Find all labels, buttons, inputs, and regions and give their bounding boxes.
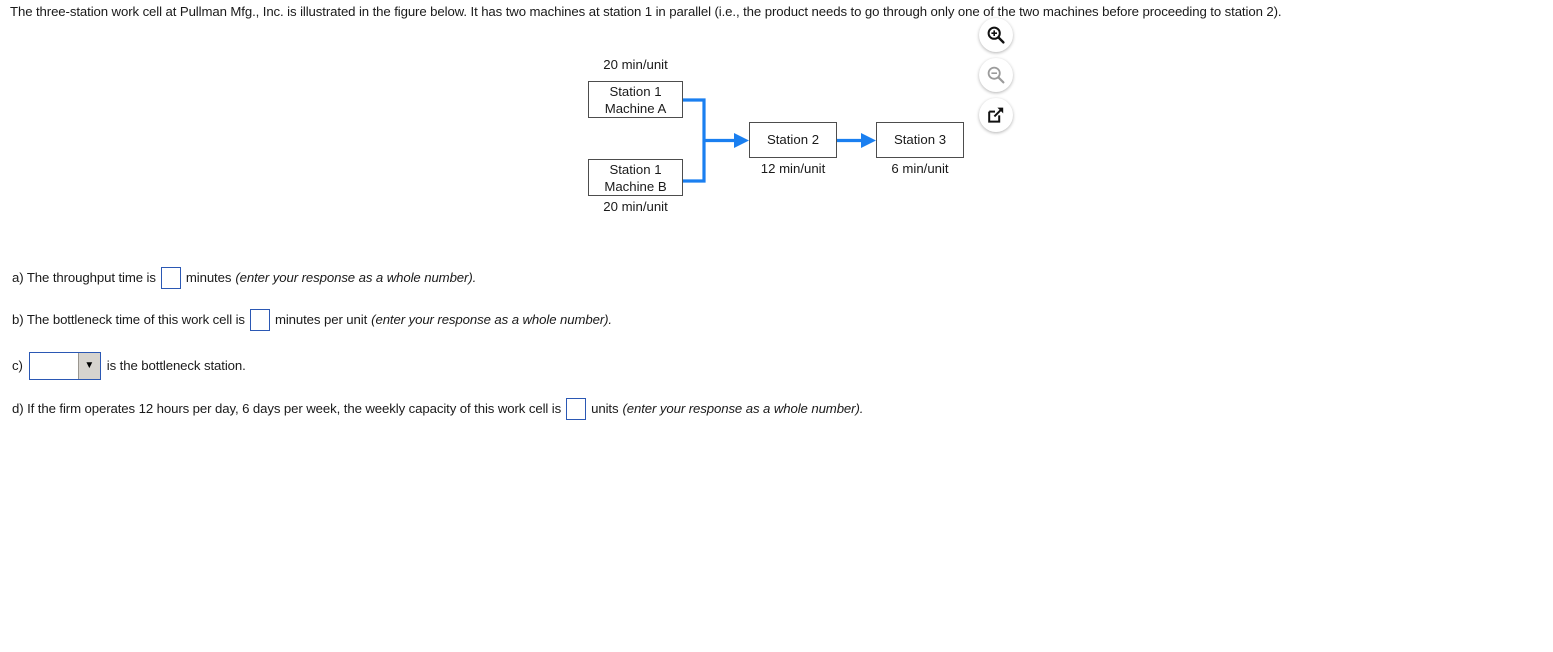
- zoom-in-icon: [987, 26, 1005, 44]
- problem-statement: The three-station work cell at Pullman M…: [10, 4, 1282, 19]
- answer-b-suffix: minutes per unit: [274, 312, 368, 327]
- machine-a-time-label: 20 min/unit: [603, 57, 668, 72]
- answer-d-prefix: d) If the firm operates 12 hours per day…: [12, 401, 562, 416]
- work-cell-figure: 20 min/unit Station 1 Machine A Station …: [560, 50, 980, 235]
- answer-line-d: d) If the firm operates 12 hours per day…: [12, 398, 863, 420]
- answer-c-suffix: is the bottleneck station.: [106, 358, 246, 373]
- answer-d-hint: (enter your response as a whole number).: [622, 401, 864, 416]
- answer-line-b: b) The bottleneck time of this work cell…: [12, 309, 612, 331]
- answer-a-suffix: minutes: [185, 270, 232, 285]
- bottleneck-station-dropdown[interactable]: ▼: [28, 352, 101, 380]
- bottleneck-station-selected-value: [29, 353, 78, 379]
- machine-b-line2: Machine B: [604, 179, 667, 194]
- weekly-capacity-input[interactable]: [566, 398, 587, 420]
- answer-line-c: c) ▼ is the bottleneck station.: [12, 352, 246, 380]
- zoom-out-icon: [987, 66, 1005, 84]
- answer-line-a: a) The throughput time is minutes (enter…: [12, 267, 476, 289]
- station-2-time-label: 12 min/unit: [760, 161, 826, 176]
- machine-a-line1: Station 1: [609, 84, 662, 99]
- machine-b-line1: Station 1: [609, 162, 662, 177]
- throughput-time-input[interactable]: [160, 267, 181, 289]
- flow-arrows: [683, 98, 876, 183]
- figure-box-station-3: Station 3: [876, 122, 964, 158]
- machine-a-line2: Machine A: [604, 101, 667, 116]
- answer-c-prefix: c): [12, 358, 23, 373]
- station-3-time-label: 6 min/unit: [891, 161, 949, 176]
- chevron-down-icon[interactable]: ▼: [77, 353, 100, 379]
- figure-box-machine-a: Station 1 Machine A: [588, 81, 683, 118]
- answer-a-prefix: a) The throughput time is: [12, 270, 156, 285]
- figure-box-station-2: Station 2: [749, 122, 837, 158]
- machine-b-time-label: 20 min/unit: [603, 199, 668, 214]
- bottleneck-time-input[interactable]: [249, 309, 270, 331]
- zoom-in-button[interactable]: [979, 18, 1013, 52]
- answer-b-hint: (enter your response as a whole number).: [371, 312, 612, 327]
- open-in-new-window-icon: [988, 107, 1004, 123]
- zoom-out-button[interactable]: [979, 58, 1013, 92]
- answer-d-suffix: units: [591, 401, 619, 416]
- figure-box-machine-b: Station 1 Machine B: [588, 159, 683, 196]
- answer-b-prefix: b) The bottleneck time of this work cell…: [12, 312, 245, 327]
- answer-a-hint: (enter your response as a whole number).: [235, 270, 477, 285]
- open-in-new-window-button[interactable]: [979, 98, 1013, 132]
